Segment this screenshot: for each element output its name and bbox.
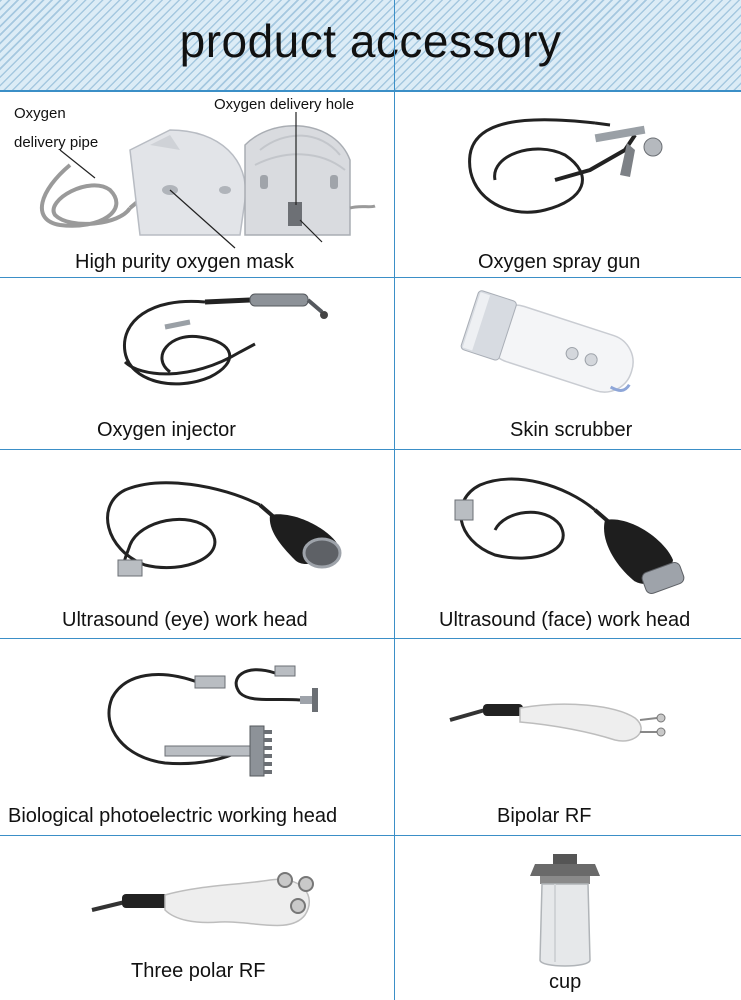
title-banner: product accessory xyxy=(0,0,741,92)
accessory-label-photoelectric-head: Biological photoelectric working head xyxy=(8,805,338,827)
annotation-pipe-line-2: delivery pipe xyxy=(14,134,99,151)
three-polar-rf-image xyxy=(91,872,314,927)
grid-divider-vertical xyxy=(394,0,395,1000)
photoelectric-head-image xyxy=(107,665,318,777)
accessory-label-ultrasound-face: Ultrasound (face) work head xyxy=(439,609,691,631)
page-title: product accessory xyxy=(179,15,562,67)
accessory-label-skin-scrubber: Skin scrubber xyxy=(510,419,633,441)
oxygen-spray-gun-image xyxy=(468,118,663,214)
cup-image xyxy=(530,854,600,967)
ultrasound-face-head-image xyxy=(454,477,685,594)
annotation-pipe-line-1: Oxygen xyxy=(14,105,66,122)
oxygen-mask-image xyxy=(40,112,376,249)
grid-divider-row-1 xyxy=(0,277,741,278)
grid-divider-row-3 xyxy=(0,638,741,639)
accessory-label-bipolar-rf: Bipolar RF xyxy=(497,805,592,827)
ultrasound-eye-head-image xyxy=(106,481,342,577)
accessory-label-three-polar-rf: Three polar RF xyxy=(131,960,266,982)
annotation-delivery-hole: Oxygen delivery hole xyxy=(214,96,355,113)
accessory-label-ultrasound-eye: Ultrasound (eye) work head xyxy=(62,609,308,631)
accessory-label-spray-gun: Oxygen spray gun xyxy=(478,251,641,273)
grid-divider-row-2 xyxy=(0,449,741,450)
accessory-label-oxygen-mask: High purity oxygen mask xyxy=(75,251,294,273)
accessory-label-cup: cup xyxy=(549,971,582,993)
oxygen-injector-image xyxy=(122,293,328,386)
bipolar-rf-image xyxy=(449,703,666,742)
grid-divider-row-4 xyxy=(0,835,741,836)
accessory-label-oxygen-injector: Oxygen injector xyxy=(97,419,236,441)
skin-scrubber-image xyxy=(460,290,634,393)
